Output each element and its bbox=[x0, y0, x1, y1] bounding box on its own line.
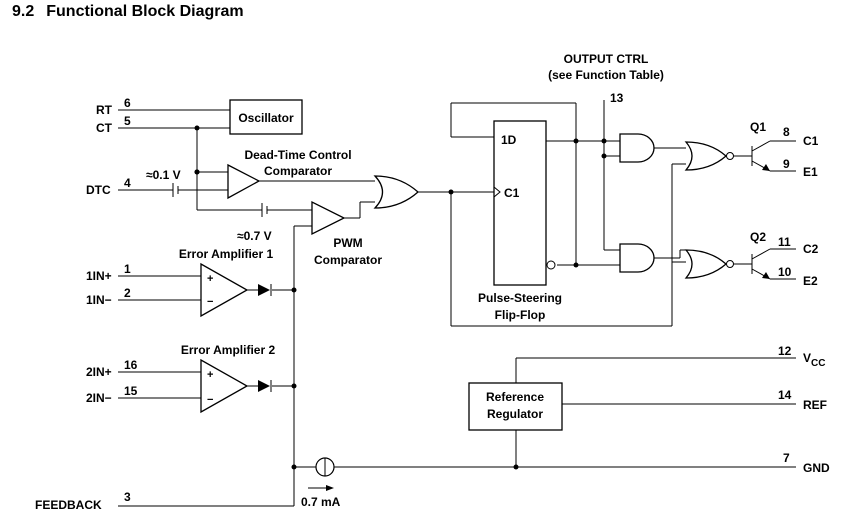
pin-e2-name: E2 bbox=[803, 274, 818, 288]
error-amp-2-symbol bbox=[200, 358, 249, 414]
dtc-comparator-label-1: Dead-Time Control bbox=[244, 148, 351, 162]
nor-gate-1 bbox=[684, 141, 727, 171]
q2-emitter-arrow bbox=[762, 272, 770, 279]
pin-ct-num: 5 bbox=[124, 114, 131, 128]
pin-e2-num: 10 bbox=[778, 265, 792, 279]
pwm-offset-label: ≈0.7 V bbox=[237, 229, 272, 243]
error-amp-1-minus: − bbox=[207, 296, 213, 308]
pin-gnd-name: GND bbox=[803, 461, 830, 475]
pin-1inn-num: 2 bbox=[124, 286, 131, 300]
pin-2inn-name: 2IN− bbox=[86, 391, 112, 405]
pin-1inp-name: 1IN+ bbox=[86, 269, 112, 283]
error-amp-1-plus: + bbox=[207, 273, 213, 285]
q2-label: Q2 bbox=[750, 230, 766, 244]
flipflop-label-1: Pulse-Steering bbox=[478, 291, 562, 305]
error-amp-1-symbol bbox=[200, 262, 249, 318]
current-label: 0.7 mA bbox=[301, 495, 341, 509]
pin-c1-name: C1 bbox=[803, 134, 819, 148]
q1-emitter-arrow bbox=[762, 164, 770, 171]
flipflop-block bbox=[493, 120, 547, 286]
pwm-comparator-label-1: PWM bbox=[333, 236, 362, 250]
pin-c2-name: C2 bbox=[803, 242, 819, 256]
pwm-comparator-symbol bbox=[311, 200, 346, 236]
dtc-comparator-label-2: Comparator bbox=[264, 164, 332, 178]
pin-feedback-name: FEEDBACK bbox=[35, 498, 102, 512]
reference-regulator-block bbox=[468, 382, 563, 431]
oscillator-block bbox=[229, 99, 303, 135]
flipflop-d-label: 1D bbox=[501, 133, 517, 147]
pin-rt-num: 6 bbox=[124, 96, 131, 110]
pin-rt-name: RT bbox=[96, 103, 113, 117]
nor-gate-2 bbox=[684, 249, 727, 279]
wires bbox=[118, 100, 796, 507]
pin-1inp-num: 1 bbox=[124, 262, 131, 276]
pin-outctrl-sub: (see Function Table) bbox=[548, 68, 664, 82]
pin-ct-name: CT bbox=[96, 121, 113, 135]
pins-left: RT 6 CT 5 DTC 4 1IN+ 1 1IN− 2 2IN+ 16 2I… bbox=[35, 96, 138, 512]
clock-wedge bbox=[493, 186, 501, 198]
pin-ref-num: 14 bbox=[778, 388, 792, 402]
error-amp-2-label: Error Amplifier 2 bbox=[181, 343, 276, 357]
error-amp-2-plus: + bbox=[207, 369, 213, 381]
pin-gnd-num: 7 bbox=[783, 451, 790, 465]
oscillator-label: Oscillator bbox=[238, 111, 294, 125]
pin-c1-num: 8 bbox=[783, 125, 790, 139]
pins-right: OUTPUT CTRL (see Function Table) 13 C1 8… bbox=[548, 52, 830, 475]
dtc-offset-label: ≈0.1 V bbox=[146, 168, 181, 182]
pin-2inp-name: 2IN+ bbox=[86, 365, 112, 379]
section-number: 9.2 bbox=[12, 3, 35, 20]
diode-2 bbox=[258, 380, 270, 392]
or-gate bbox=[373, 175, 419, 209]
q1-label: Q1 bbox=[750, 120, 766, 134]
pin-2inp-num: 16 bbox=[124, 358, 138, 372]
pin-vcc-num: 12 bbox=[778, 344, 792, 358]
error-amp-2-minus: − bbox=[207, 394, 213, 406]
pwm-comparator-label-2: Comparator bbox=[314, 253, 382, 267]
pin-vcc-name: VCC bbox=[803, 351, 825, 369]
and-gate-2 bbox=[619, 243, 655, 273]
error-amp-1-label: Error Amplifier 1 bbox=[179, 247, 274, 261]
pin-c2-num: 11 bbox=[778, 235, 791, 249]
reference-label-2: Regulator bbox=[487, 407, 543, 421]
pin-feedback-num: 3 bbox=[124, 490, 131, 504]
reference-label-1: Reference bbox=[486, 390, 544, 404]
pin-outctrl-num: 13 bbox=[610, 91, 624, 105]
qbar-bubble bbox=[546, 260, 556, 270]
section-heading: 9.2 Functional Block Diagram bbox=[12, 3, 256, 21]
pin-2inn-num: 15 bbox=[124, 384, 138, 398]
pin-ref-name: REF bbox=[803, 398, 827, 412]
dtc-comparator-symbol bbox=[227, 163, 261, 200]
pin-e1-name: E1 bbox=[803, 165, 818, 179]
pin-e1-num: 9 bbox=[783, 157, 790, 171]
section-title: Functional Block Diagram bbox=[46, 3, 244, 20]
nor-gate-1-bubble bbox=[726, 152, 734, 160]
pin-dtc-num: 4 bbox=[124, 176, 131, 190]
pin-dtc-name: DTC bbox=[86, 183, 111, 197]
nor-gate-2-bubble bbox=[726, 260, 734, 268]
diode-1 bbox=[258, 284, 270, 296]
junction-dots bbox=[194, 125, 607, 470]
flipflop-label-2: Flip-Flop bbox=[495, 308, 546, 322]
and-gate-1 bbox=[619, 133, 655, 163]
pin-1inn-name: 1IN− bbox=[86, 293, 112, 307]
pin-outctrl-name: OUTPUT CTRL bbox=[564, 52, 649, 66]
flipflop-clk-label: C1 bbox=[504, 186, 520, 200]
